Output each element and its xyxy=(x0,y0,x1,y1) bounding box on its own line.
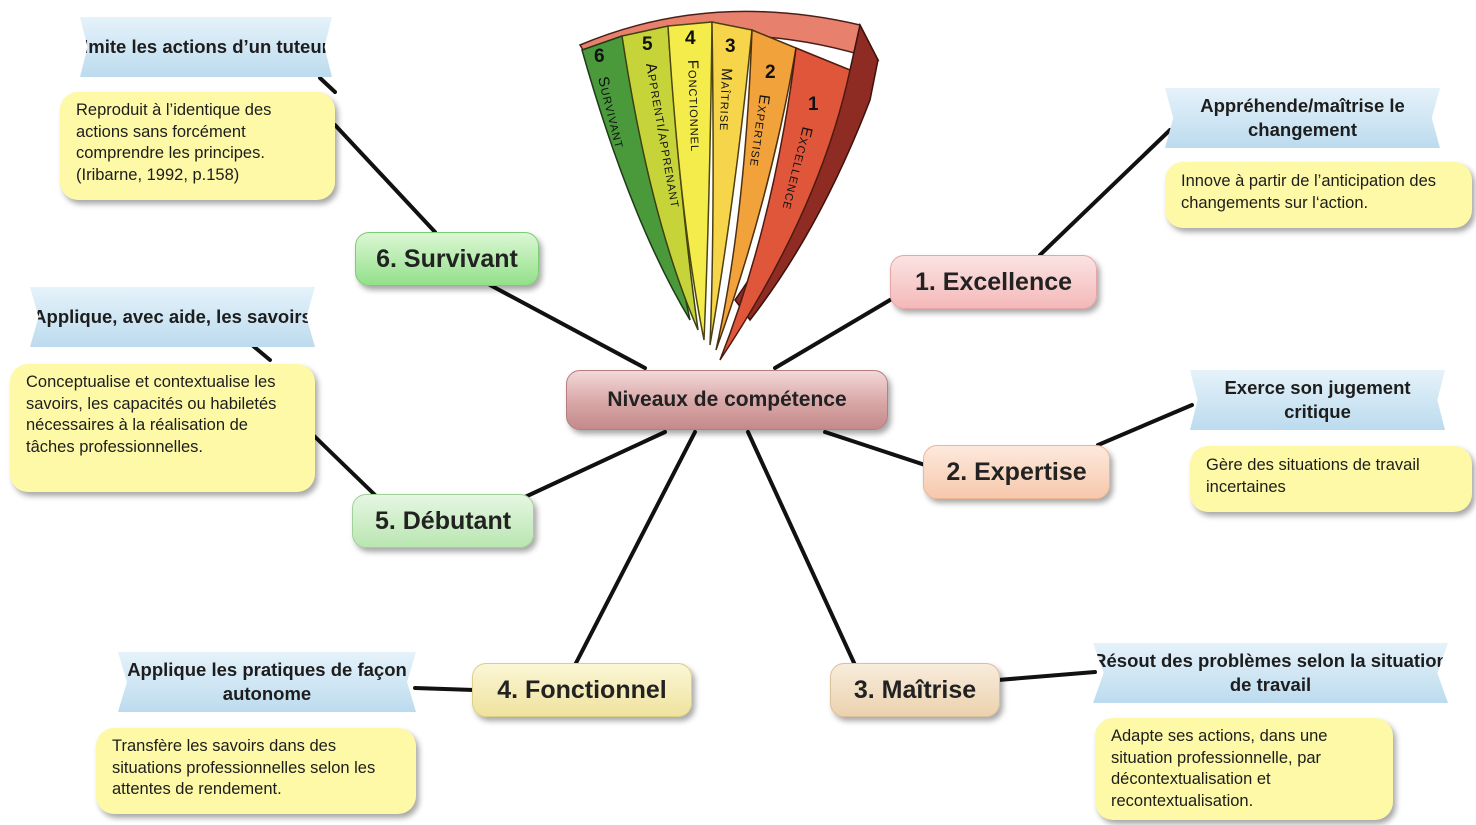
level-description-excellence: Innove à partir de l’anticipation des ch… xyxy=(1165,162,1472,228)
link-debutant-note xyxy=(308,430,377,497)
link-center-expertise xyxy=(823,430,927,467)
level-title-excellence: Appréhende/maîtrise le changement xyxy=(1165,88,1440,148)
level-node-label: 4. Fonctionnel xyxy=(497,675,667,704)
center-node: Niveaux de compétence xyxy=(566,370,888,430)
fan-number-4: 4 xyxy=(685,28,696,49)
link-survivant-title xyxy=(318,76,337,94)
level-title-fonctionnel: Applique les pratiques de façon autonome xyxy=(118,652,416,712)
competence-fan-illustration: 6 5 4 3 2 1 Survivant Apprenti/apprenant… xyxy=(578,10,880,361)
link-maitrise-title xyxy=(996,670,1097,682)
link-center-fonctionnel xyxy=(573,430,697,667)
level-node-fonctionnel: 4. Fonctionnel xyxy=(472,663,692,717)
fan-number-5: 5 xyxy=(642,34,653,55)
level-node-debutant: 5. Débutant xyxy=(352,494,534,548)
link-excellence-title xyxy=(1038,128,1172,257)
level-title-survivant: Imite les actions d’un tuteur xyxy=(80,17,332,77)
level-node-survivant: 6. Survivant xyxy=(355,232,539,286)
level-node-maitrise: 3. Maîtrise xyxy=(830,663,1000,717)
level-description-maitrise: Adapte ses actions, dans une situation p… xyxy=(1095,718,1393,820)
link-center-survivant xyxy=(488,283,647,370)
level-description-fonctionnel: Transfère les savoirs dans des situation… xyxy=(96,728,416,814)
link-survivant-note xyxy=(333,123,437,234)
link-center-maitrise xyxy=(746,430,857,667)
level-node-expertise: 2. Expertise xyxy=(923,445,1110,499)
fan-number-3: 3 xyxy=(725,36,736,57)
level-node-excellence: 1. Excellence xyxy=(890,255,1097,309)
fan-number-6: 6 xyxy=(594,46,605,67)
fan-number-1: 1 xyxy=(808,94,819,115)
level-title-expertise: Exerce son jugement critique xyxy=(1190,370,1445,430)
level-node-label: 6. Survivant xyxy=(376,244,518,273)
link-fonctionnel-title xyxy=(413,686,476,692)
level-description-survivant: Reproduit à l’identique des actions sans… xyxy=(60,92,335,200)
link-debutant-title xyxy=(250,343,272,362)
fan-label-3: Maîtrise xyxy=(716,68,735,132)
level-node-label: 3. Maîtrise xyxy=(853,675,977,704)
fan-band-3 xyxy=(709,21,753,346)
fan-band-1 xyxy=(719,46,851,361)
link-expertise-title xyxy=(1096,403,1194,447)
level-node-label: 5. Débutant xyxy=(374,506,512,535)
link-center-debutant xyxy=(523,430,667,499)
level-description-debutant: Conceptualise et contextualise les savoi… xyxy=(10,364,315,492)
fan-band-2 xyxy=(715,28,797,351)
level-description-expertise: Gère des situations de travail incertain… xyxy=(1190,446,1472,512)
level-title-maitrise: Résout des problèmes selon la situation … xyxy=(1093,643,1448,703)
link-center-excellence xyxy=(773,298,892,370)
level-node-label: 2. Expertise xyxy=(946,457,1087,486)
fan-band-4 xyxy=(667,21,713,341)
fan-number-2: 2 xyxy=(765,62,776,83)
fan-label-4: Fonctionnel xyxy=(684,60,704,153)
level-node-label: 1. Excellence xyxy=(914,267,1073,296)
center-node-label: Niveaux de compétence xyxy=(607,388,847,411)
level-title-debutant: Applique, avec aide, les savoirs xyxy=(30,287,315,347)
